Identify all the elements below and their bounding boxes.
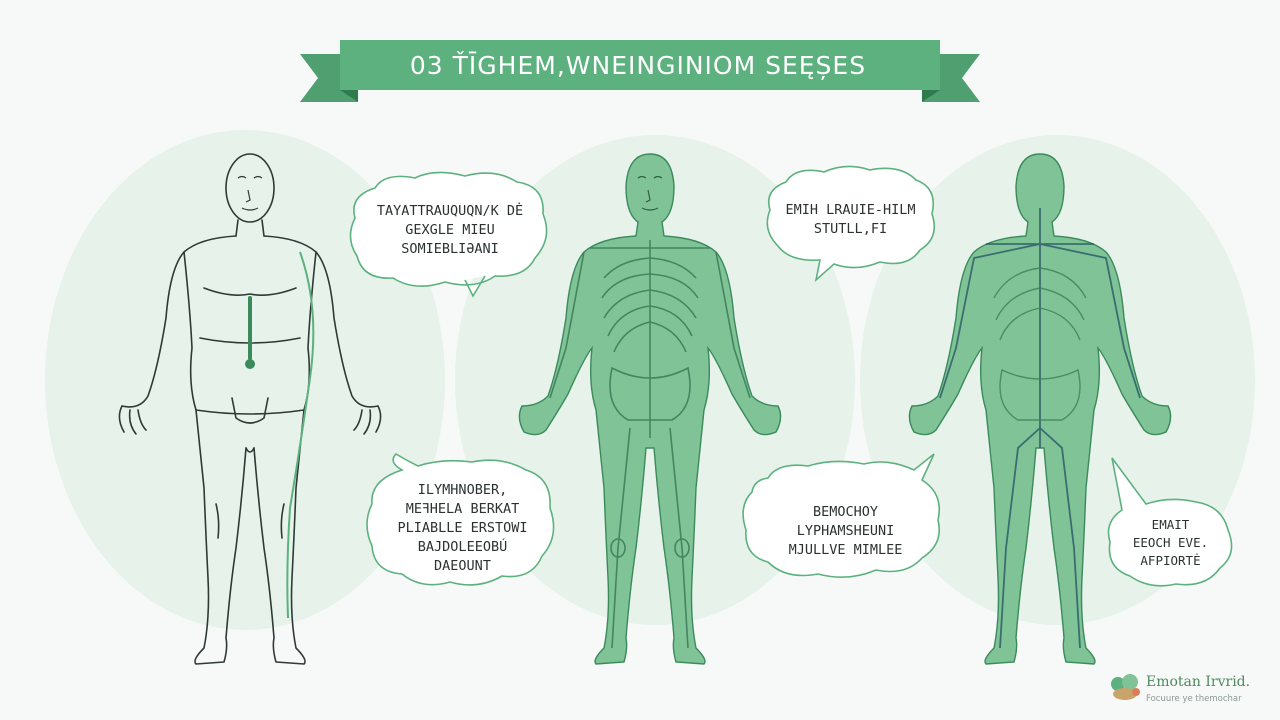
bubble-line: LYPHAMSHEUNI — [796, 522, 895, 539]
bubble-text-bottom-left: ILYMHNOBER, MEꟻHELA BERKAT PLIABLLE ERST… — [370, 478, 555, 578]
bubble-line: MJULLVE MIMLEE — [788, 541, 903, 558]
bubble-text-bottom-mid: BEMOCHOY LYPHAMSHEUNI MJULLVE MIMLEE — [748, 496, 943, 566]
bubble-line: EMIH LRAUIE-HILM — [785, 202, 916, 218]
bubble-line: PLIABLLE ERSTOWI — [397, 519, 528, 536]
page-title: 03 ŤĪGHEM,WNEINGINIOM SEĘȘES — [409, 50, 867, 80]
body-outline-figure — [118, 153, 382, 665]
bubble-line: BEMOCHOY — [812, 503, 879, 520]
bubble-line: MEꟻHELA BERKAT — [405, 500, 520, 517]
brand-name: Emotan Irvrid. — [1146, 674, 1251, 690]
brand-logo-icon — [1111, 674, 1140, 700]
bubble-line: TAYATTRAUQUQN/K DĖ — [376, 202, 524, 219]
bubble-text-bottom-right: EMAIT EEOCH EVE. AFPIORTĖ — [1108, 512, 1233, 574]
bubble-line: SOMIEBLIƏANI — [401, 240, 499, 257]
vessel-figure — [908, 153, 1172, 665]
bubble-text-top-right: EMIH LRAUIE-HILM STUTLL,FI — [768, 195, 933, 245]
skeleton-figure — [518, 153, 782, 665]
brand-tagline: Focuure ye themochar — [1146, 694, 1242, 704]
speech-bubble-bottom-right — [1107, 457, 1233, 587]
bubble-line: ILYMHNOBER, — [417, 481, 508, 498]
bubble-line: STUTLL,FI — [813, 221, 888, 237]
speech-bubble-top-right — [766, 165, 936, 283]
speech-bubble-bottom-left — [366, 452, 555, 586]
speech-bubble-top-left — [349, 171, 548, 298]
bubble-text-top-left: TAYATTRAUQUQN/K DĖ GEXGLE MIEU SOMIEBLIƏ… — [350, 190, 550, 270]
bubble-line: EMAIT — [1151, 517, 1190, 532]
title-ribbon — [300, 40, 980, 102]
bubble-line: DAEOUNT — [434, 557, 491, 574]
bubble-line: AFPIORTĖ — [1140, 553, 1201, 568]
bubble-line: EEOCH EVE. — [1132, 535, 1209, 550]
bubble-line: GEXGLE MIEU — [405, 221, 495, 238]
bubble-line: BAJDOLEEOBÚ — [417, 538, 508, 555]
speech-bubble-bottom-mid — [742, 453, 941, 578]
